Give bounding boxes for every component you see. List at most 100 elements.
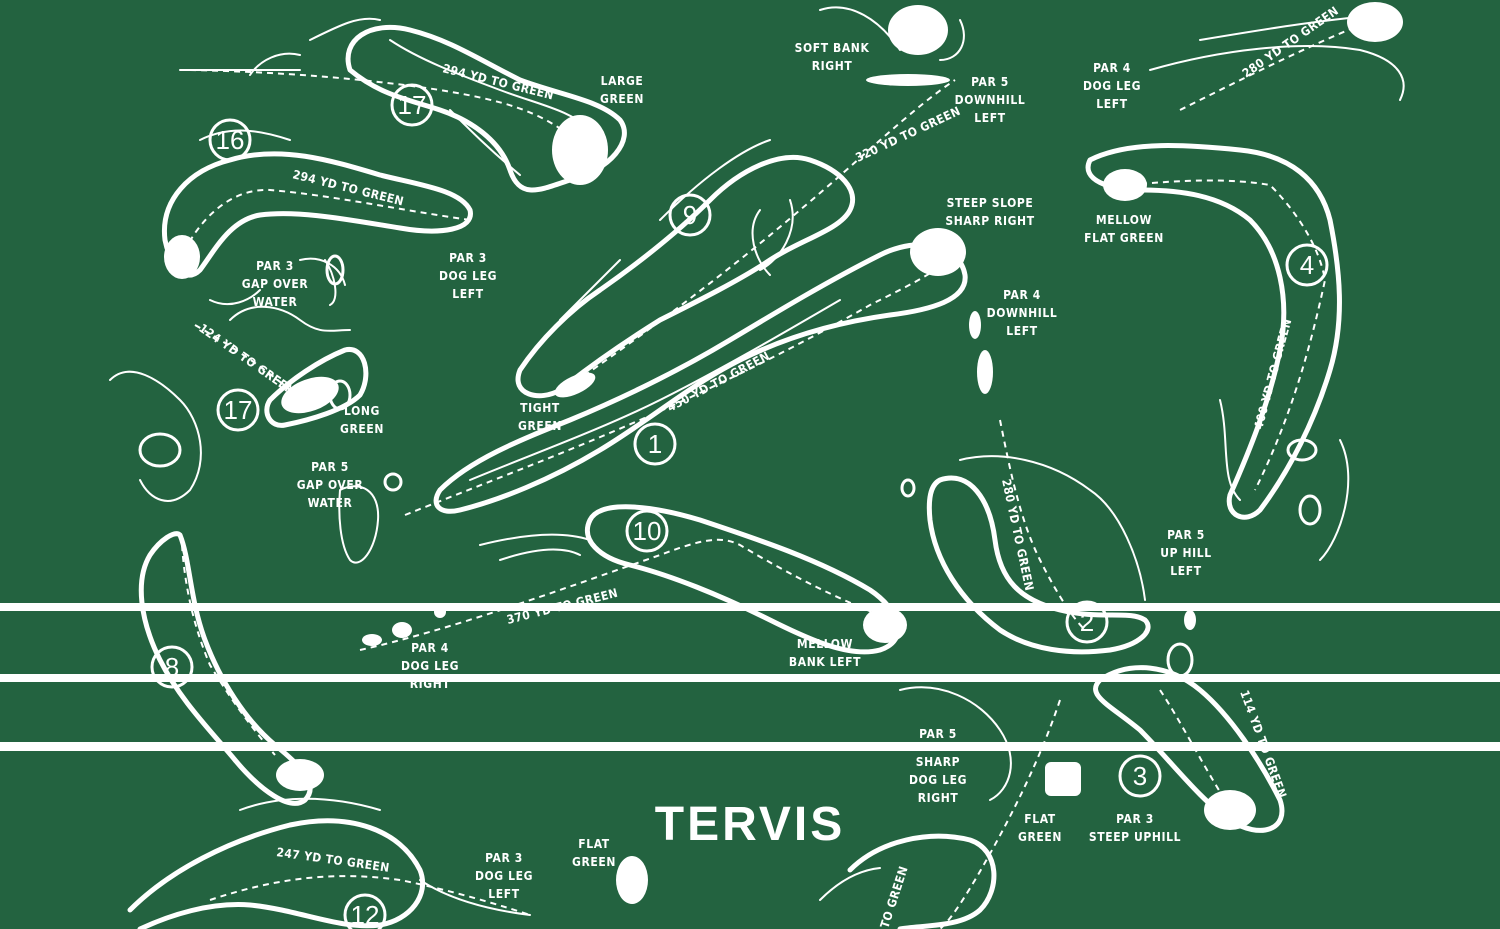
label-mellow-flat-green: MELLOW FLAT GREEN	[1084, 213, 1164, 245]
svg-text:DOWNHILL: DOWNHILL	[955, 93, 1026, 107]
svg-text:UP HILL: UP HILL	[1160, 546, 1211, 560]
svg-text:MELLOW: MELLOW	[797, 637, 853, 651]
hole-number-10: 10	[625, 509, 669, 553]
label-par3-steep-uphill: PAR 3 STEEP UPHILL	[1089, 812, 1181, 844]
label-large-green: LARGE GREEN	[600, 74, 644, 106]
svg-text:PAR 5: PAR 5	[311, 460, 349, 474]
svg-text:GREEN: GREEN	[600, 92, 644, 106]
label-steep-slope-sharp-right: STEEP SLOPE SHARP RIGHT	[945, 196, 1034, 228]
svg-text:LEFT: LEFT	[1170, 564, 1201, 578]
hole-2-outline	[926, 419, 1151, 655]
svg-text:GREEN: GREEN	[572, 855, 616, 869]
hole-number-text: 10	[633, 516, 662, 546]
svg-text:STEEP SLOPE: STEEP SLOPE	[947, 196, 1034, 210]
svg-text:PAR 5: PAR 5	[971, 75, 1009, 89]
svg-text:PAR 4: PAR 4	[1003, 288, 1041, 302]
label-soft-bank-right: SOFT BANK RIGHT	[795, 41, 870, 73]
svg-text:MELLOW: MELLOW	[1096, 213, 1152, 227]
svg-text:PAR 3: PAR 3	[1116, 812, 1154, 826]
hole-number-text: 17	[398, 90, 427, 120]
svg-text:PAR 5: PAR 5	[1167, 528, 1205, 542]
svg-text:PAR 3: PAR 3	[485, 851, 523, 865]
svg-text:LEFT: LEFT	[1096, 97, 1127, 111]
label-par5-sharp-dog-leg-right: PAR 5 SHARP DOG LEG RIGHT	[909, 727, 967, 805]
hole-number-text: 3	[1133, 761, 1147, 791]
svg-text:WATER: WATER	[253, 295, 298, 309]
hole-number-3: 3	[1118, 754, 1162, 798]
svg-text:DOG LEG: DOG LEG	[401, 659, 459, 673]
svg-text:FLAT: FLAT	[578, 837, 609, 851]
svg-text:LONG: LONG	[344, 404, 380, 418]
hole-number-16: 16	[208, 118, 252, 162]
label-tight-green: TIGHT GREEN	[518, 401, 561, 433]
hole-marker-circle	[390, 83, 434, 127]
svg-text:DOG LEG: DOG LEG	[475, 869, 533, 883]
svg-text:GAP OVER: GAP OVER	[297, 478, 364, 492]
svg-text:SHARP RIGHT: SHARP RIGHT	[945, 214, 1034, 228]
svg-text:WATER: WATER	[308, 496, 353, 510]
svg-text:GAP OVER: GAP OVER	[242, 277, 309, 291]
label-long-green: LONG GREEN	[340, 404, 384, 436]
hole-number-17: 17	[216, 388, 260, 432]
hole-number-text: 9	[683, 200, 697, 230]
label-par4-downhill-left: PAR 4 DOWNHILL LEFT	[987, 288, 1058, 338]
svg-text:RIGHT: RIGHT	[410, 677, 451, 691]
svg-text:RIGHT: RIGHT	[918, 791, 959, 805]
svg-text:DOG LEG: DOG LEG	[1083, 79, 1141, 93]
hole-number-text: 16	[216, 125, 245, 155]
label-flat-green-bottom: FLAT GREEN	[572, 837, 616, 869]
label-par4-dog-leg-right: PAR 4 DOG LEG RIGHT	[401, 641, 459, 691]
hole-number-text: 8	[165, 652, 179, 682]
hole-9-outline	[515, 79, 956, 399]
hole-number-15: 17	[390, 83, 434, 127]
label-par3-dog-leg-left-top: PAR 3 DOG LEG LEFT	[439, 251, 497, 301]
svg-text:GREEN: GREEN	[1018, 830, 1062, 844]
hole-number-text: 1	[648, 429, 662, 459]
svg-text:LEFT: LEFT	[974, 111, 1005, 125]
hole-number-8: 8	[150, 645, 194, 689]
label-par3-dog-leg-left-bottom: PAR 3 DOG LEG LEFT	[475, 851, 533, 901]
hole-number-2: 2	[1065, 600, 1109, 644]
svg-text:TIGHT: TIGHT	[520, 401, 560, 415]
svg-text:DOG LEG: DOG LEG	[909, 773, 967, 787]
hole-number-text: 17	[224, 395, 253, 425]
hole-number-12: 12	[343, 893, 387, 929]
hole-3-outline	[1093, 665, 1285, 833]
hole-number-text: 4	[1300, 250, 1314, 280]
svg-text:PAR 5: PAR 5	[919, 727, 957, 741]
svg-text:DOWNHILL: DOWNHILL	[987, 306, 1058, 320]
svg-text:SOFT BANK: SOFT BANK	[795, 41, 870, 55]
svg-text:LEFT: LEFT	[1006, 324, 1037, 338]
svg-text:RIGHT: RIGHT	[812, 59, 853, 73]
svg-text:FLAT: FLAT	[1024, 812, 1055, 826]
label-par5-gap-over-water: PAR 5 GAP OVER WATER	[297, 460, 364, 510]
hole-number-text: 2	[1080, 607, 1094, 637]
hole-number-1: 1	[633, 422, 677, 466]
svg-text:PAR 4: PAR 4	[411, 641, 449, 655]
svg-text:DOG LEG: DOG LEG	[439, 269, 497, 283]
hole-4-outline	[1085, 2, 1405, 520]
svg-text:PAR 4: PAR 4	[1093, 61, 1131, 75]
svg-text:SHARP: SHARP	[916, 755, 960, 769]
svg-text:FLAT GREEN: FLAT GREEN	[1084, 231, 1164, 245]
label-par3-gap-over-water: PAR 3 GAP OVER WATER	[242, 259, 309, 309]
svg-text:LARGE: LARGE	[601, 74, 644, 88]
hole-number-4: 4	[1285, 243, 1329, 287]
tervis-logo-text: TERVIS	[655, 798, 846, 851]
label-par5-up-hill-left: PAR 5 UP HILL LEFT	[1160, 528, 1211, 578]
hole-17-outline	[194, 257, 369, 428]
label-mellow-bank-left: MELLOW BANK LEFT	[789, 637, 861, 669]
hole-15-outline	[179, 17, 627, 193]
horizontal-stripes	[0, 603, 1500, 751]
hole-number-9: 9	[668, 193, 712, 237]
svg-text:PAR 3: PAR 3	[256, 259, 294, 273]
hole-10-outline	[359, 504, 907, 655]
svg-text:PAR 3: PAR 3	[449, 251, 487, 265]
svg-text:GREEN: GREEN	[340, 422, 384, 436]
svg-text:BANK LEFT: BANK LEFT	[789, 655, 861, 669]
label-par5-downhill-left: PAR 5 DOWNHILL LEFT	[955, 75, 1026, 125]
hole-1-outline	[404, 199, 968, 516]
svg-text:STEEP UPHILL: STEEP UPHILL	[1089, 830, 1181, 844]
